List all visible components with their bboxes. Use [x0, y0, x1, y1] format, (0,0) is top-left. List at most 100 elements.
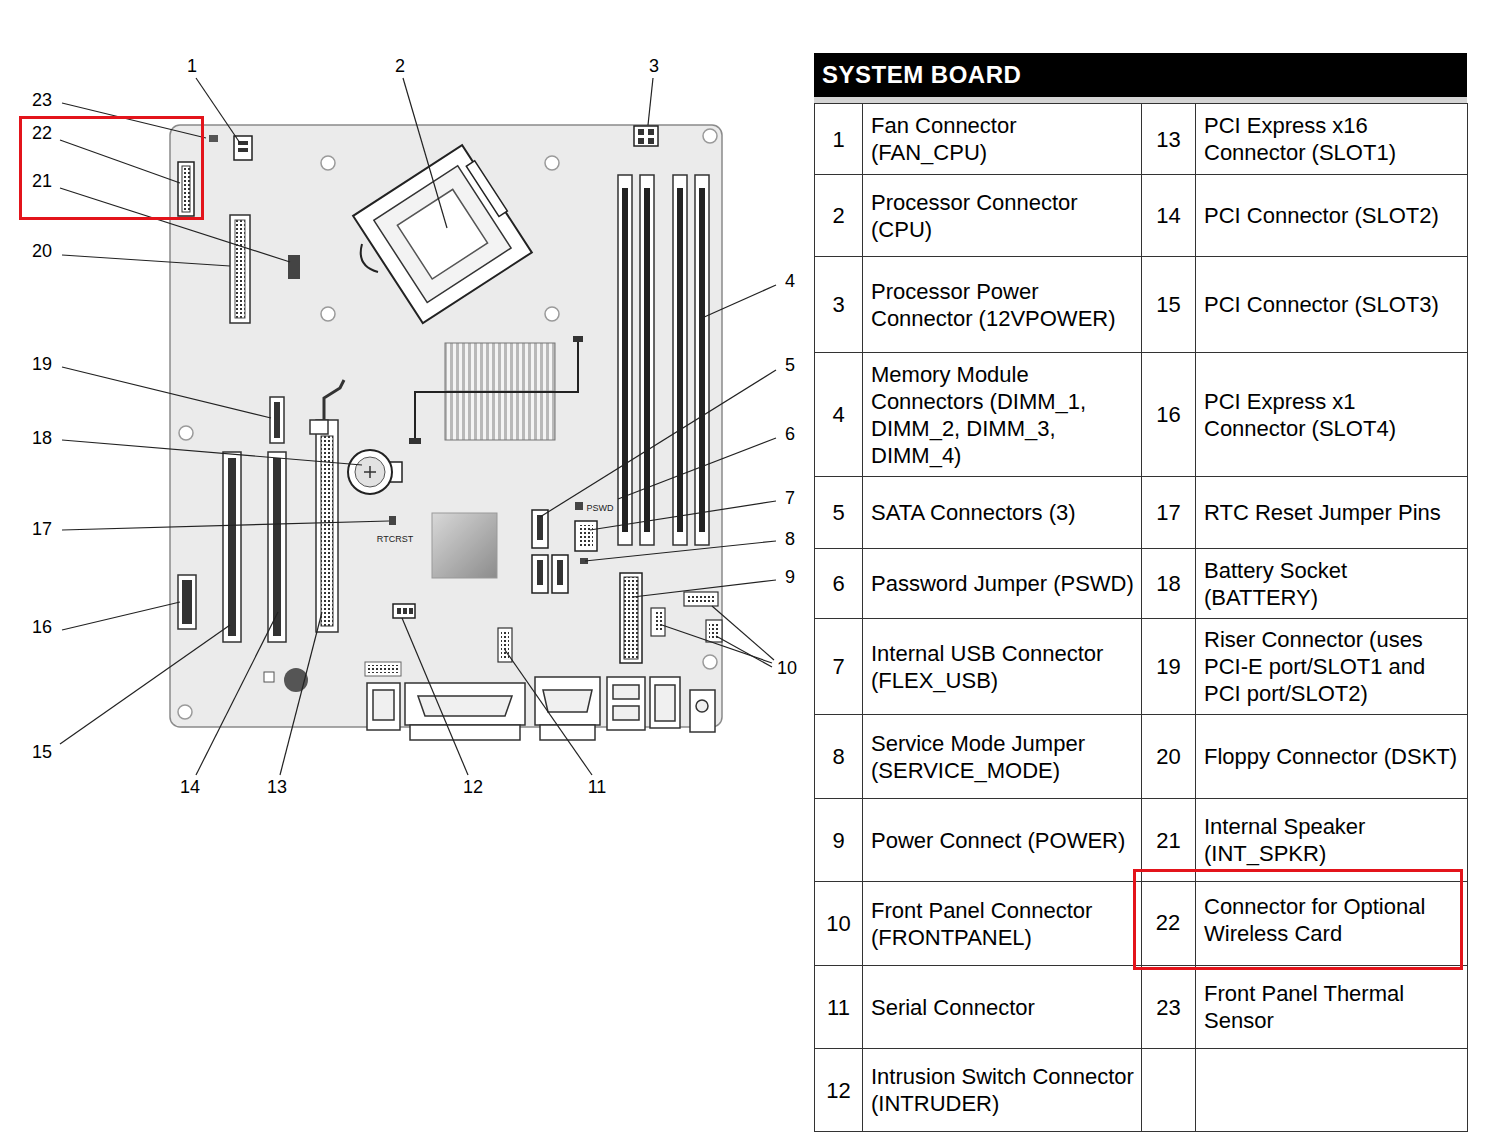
power-connector-12v: [634, 126, 658, 146]
row-number: 22: [1156, 910, 1180, 935]
mounting-hole: [321, 307, 335, 321]
cell-text-holder: 5: [832, 499, 844, 526]
callout-label-holder: 19: [32, 354, 52, 374]
callout-number: 6: [785, 424, 795, 444]
row-number: 11: [827, 995, 850, 1020]
leader-line: [62, 255, 230, 266]
battery-socket: [369, 466, 371, 478]
row-description: Riser Connector (uses PCI-E port/SLOT1 a…: [1204, 627, 1425, 706]
row-description: Service Mode Jumper (SERVICE_MODE): [871, 731, 1085, 783]
pcie-x16-slot: [321, 436, 333, 626]
table-text-cell: PCI Connector (SLOT3): [1195, 256, 1468, 353]
row-number: 19: [1156, 654, 1180, 679]
callout-number: 2: [395, 56, 405, 76]
cell-text-holder: 6: [832, 570, 844, 597]
pcie-x1-slot: [182, 580, 192, 624]
memory-slot: [677, 188, 683, 532]
row-description: RTC Reset Jumper Pins: [1204, 500, 1441, 525]
power-connector-12v: [638, 138, 644, 144]
row-description: PCI Connector (SLOT3): [1204, 292, 1439, 317]
row-description: Fan Connector (FAN_CPU): [871, 113, 1017, 165]
callout-number: 18: [32, 428, 52, 448]
row-number: 18: [1156, 571, 1180, 596]
table-text-cell: PCI Express x16 Connector (SLOT1): [1195, 103, 1468, 175]
usb-header: [579, 525, 593, 547]
sata-connector: [532, 555, 548, 593]
pci-slot: [223, 452, 286, 642]
cell-text-holder: PCI Connector (SLOT2): [1204, 202, 1439, 229]
callout-number: 22: [32, 123, 52, 143]
table-number-cell: 12: [814, 1048, 863, 1132]
leader-line: [60, 188, 290, 262]
sata-connector: [552, 555, 568, 593]
table-number-cell: 10: [814, 881, 863, 966]
memory-slot: [622, 188, 628, 532]
callout-number: 23: [32, 90, 52, 110]
callout-label-holder: 7: [785, 488, 795, 508]
cell-text-holder: Internal Speaker (INT_SPKR): [1204, 813, 1461, 867]
callout-label-holder: 2: [395, 56, 405, 76]
highlight-text-holder: Connector for Optional Wireless Card: [1204, 872, 1456, 967]
leader-line: [590, 501, 776, 530]
cell-text-holder: 21: [1156, 827, 1180, 854]
misc-parts: [365, 662, 401, 676]
row-number: 16: [1156, 402, 1180, 427]
row-number: 8: [832, 744, 844, 769]
leader-line: [633, 580, 776, 597]
cell-text-holder: 11: [827, 994, 850, 1021]
cell-text-holder: 20: [1156, 743, 1180, 770]
row-description: PCI Express x1 Connector (SLOT4): [1204, 389, 1396, 441]
rear-io-connectors: [650, 677, 680, 728]
cell-text-holder: Password Jumper (PSWD): [871, 570, 1134, 597]
table-number-cell: [1141, 1048, 1196, 1132]
cell-text-holder: 23: [1156, 994, 1180, 1021]
table-number-cell: 1: [814, 103, 863, 175]
cell-text-holder: 17: [1156, 499, 1180, 526]
front-panel-connector: [684, 592, 718, 606]
callout-number: 17: [32, 519, 52, 539]
row-description: Intrusion Switch Connector (INTRUDER): [871, 1064, 1134, 1116]
leader-line: [60, 78, 776, 775]
password-jumper: [575, 502, 583, 510]
callout-number: 11: [588, 777, 607, 797]
wireless-connector: [182, 166, 190, 212]
cell-text-holder: Fan Connector (FAN_CPU): [871, 112, 1135, 166]
floppy-connector: [230, 215, 250, 323]
callout-number: 5: [785, 355, 795, 375]
cell-text-holder: RTC Reset Jumper Pins: [1204, 499, 1441, 526]
row-number: 21: [1156, 828, 1180, 853]
row-number: 12: [826, 1078, 850, 1103]
row-description: Serial Connector: [871, 995, 1035, 1020]
callout-number: 13: [267, 777, 287, 797]
pci-slot: [228, 458, 236, 636]
callout-number: 4: [785, 271, 795, 291]
callout-label-holder: 5: [785, 355, 795, 375]
leader-line: [712, 606, 774, 660]
pci-slot: [273, 458, 281, 636]
board-text-holder: PSWD: [587, 497, 614, 515]
row-description: Memory Module Connectors (DIMM_1, DIMM_2…: [871, 362, 1086, 468]
riser-connector: [274, 402, 280, 438]
rtc-jumper: [389, 516, 396, 525]
thermal-sensor: [209, 135, 218, 142]
leader-line: [62, 602, 180, 630]
chipset-heatsink: [415, 338, 578, 440]
row-description: Connector for Optional Wireless Card: [1204, 894, 1425, 946]
leader-line: [60, 140, 180, 183]
highlight-box: 22 Connector for Optional Wireless Card: [1133, 869, 1463, 970]
table-number-cell: 8: [814, 714, 863, 799]
callout-label-holder: 10: [777, 658, 797, 678]
row-number: 9: [832, 828, 844, 853]
sata-connector: [537, 560, 543, 585]
table-number-cell: 17: [1141, 476, 1196, 549]
cell-text-holder: PCI Connector (SLOT3): [1204, 291, 1439, 318]
intrusion-connector: [393, 604, 415, 618]
callout-label-holder: 8: [785, 529, 795, 549]
table-number-cell: 16: [1141, 352, 1196, 477]
table-number-cell: 4: [814, 352, 863, 477]
cell-text-holder: Processor Power Connector (12VPOWER): [871, 278, 1135, 332]
callout-number: 7: [785, 488, 795, 508]
callout-label-holder: 18: [32, 428, 52, 448]
callout-label-holder: 16: [32, 617, 52, 637]
cell-text-holder: Memory Module Connectors (DIMM_1, DIMM_2…: [871, 361, 1135, 469]
